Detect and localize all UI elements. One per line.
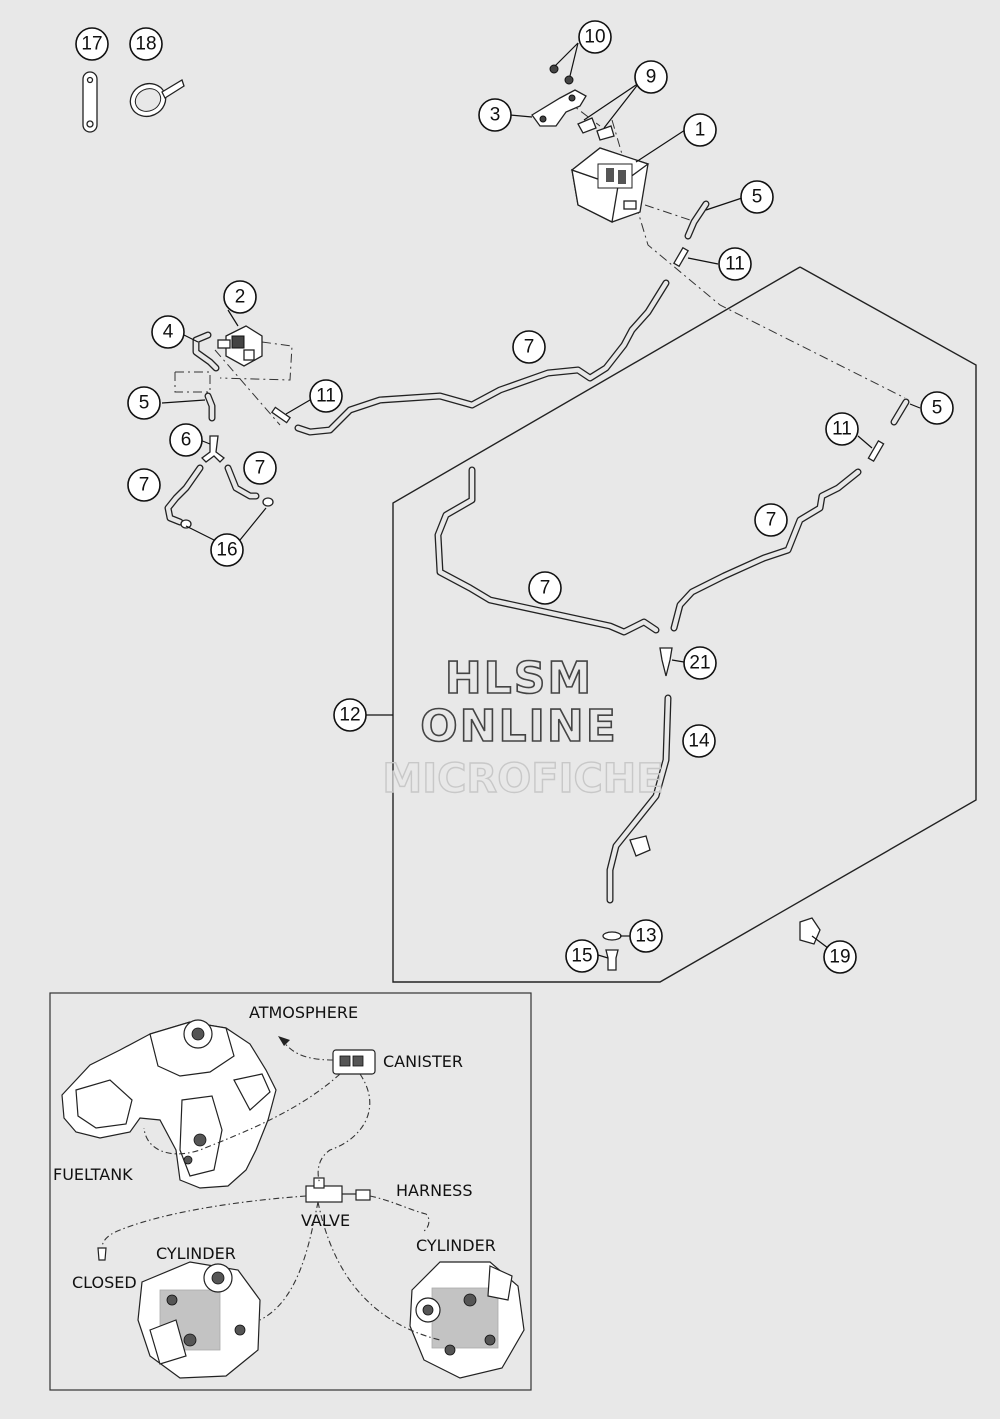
callout-1-label: 1 xyxy=(695,120,706,141)
callout-5-right-label: 5 xyxy=(932,398,943,419)
callout-7-small-label: 7 xyxy=(255,458,266,479)
inset-canister xyxy=(332,1049,376,1075)
callout-21[interactable]: 21 xyxy=(683,646,717,680)
callout-5-top[interactable]: 5 xyxy=(740,180,774,214)
callout-13[interactable]: 13 xyxy=(629,919,663,953)
callout-3[interactable]: 3 xyxy=(478,98,512,132)
callout-11-left[interactable]: 11 xyxy=(309,379,343,413)
fuel-tank-drawing xyxy=(61,1019,277,1189)
label-valve: VALVE xyxy=(301,1211,350,1230)
callout-11-left-label: 11 xyxy=(316,386,336,407)
callout-18-label: 18 xyxy=(135,34,156,55)
callout-11-right-label: 11 xyxy=(832,419,852,440)
label-atmosphere: ATMOSPHERE xyxy=(249,1003,358,1022)
callout-10-label: 10 xyxy=(584,27,605,48)
callout-7-left-label: 7 xyxy=(139,475,150,496)
watermark-line-3: MICROFICHE xyxy=(382,756,663,802)
callout-7-center[interactable]: 7 xyxy=(528,571,562,605)
callout-6-label: 6 xyxy=(181,430,192,451)
callout-21-label: 21 xyxy=(689,653,710,674)
hose-set-outline xyxy=(392,266,977,983)
clip-parts xyxy=(577,117,615,141)
label-canister: CANISTER xyxy=(383,1052,463,1071)
inset-schematic: ATMOSPHERE CANISTER FUELTANK HARNESS VAL… xyxy=(49,992,532,1391)
callout-5-left[interactable]: 5 xyxy=(127,386,161,420)
callout-11-top[interactable]: 11 xyxy=(718,247,752,281)
callout-2-label: 2 xyxy=(235,287,246,308)
strap-part xyxy=(82,71,98,133)
hoses xyxy=(164,200,910,904)
callout-12-label: 12 xyxy=(339,705,360,726)
leader-lines xyxy=(161,42,921,959)
label-cylinder-left: CYLINDER xyxy=(156,1244,236,1263)
callout-10[interactable]: 10 xyxy=(578,20,612,54)
watermark: HLSM ONLINE MICROFICHE xyxy=(382,652,665,803)
canister-part xyxy=(570,147,650,223)
callout-15-label: 15 xyxy=(571,946,592,967)
cable-tie-part xyxy=(129,79,185,118)
cylinder-right-drawing xyxy=(409,1261,525,1379)
callout-12[interactable]: 12 xyxy=(333,698,367,732)
label-harness: HARNESS xyxy=(396,1181,472,1200)
callout-4-label: 4 xyxy=(163,322,174,343)
callout-18[interactable]: 18 xyxy=(129,27,163,61)
callout-17-label: 17 xyxy=(81,34,102,55)
callout-7-right-label: 7 xyxy=(766,510,777,531)
callout-7-center-label: 7 xyxy=(540,578,551,599)
label-closed: CLOSED xyxy=(72,1273,137,1292)
inset-valve xyxy=(305,1177,371,1203)
callout-15[interactable]: 15 xyxy=(565,939,599,973)
callout-7-main-label: 7 xyxy=(524,337,535,358)
callout-14[interactable]: 14 xyxy=(682,724,716,758)
fittings xyxy=(180,246,885,971)
watermark-line-2: ONLINE xyxy=(420,701,618,752)
valve-part xyxy=(217,325,263,367)
callout-16-label: 16 xyxy=(216,540,237,561)
callout-4[interactable]: 4 xyxy=(151,315,185,349)
callout-3-label: 3 xyxy=(490,105,501,126)
callout-14-label: 14 xyxy=(688,731,710,752)
callout-7-left[interactable]: 7 xyxy=(127,468,161,502)
callout-19-label: 19 xyxy=(829,947,850,968)
callout-5-top-label: 5 xyxy=(752,187,763,208)
callout-5-right[interactable]: 5 xyxy=(920,391,954,425)
closed-plug xyxy=(97,1247,107,1261)
bracket-part xyxy=(531,89,587,127)
callout-6[interactable]: 6 xyxy=(169,423,203,457)
callout-9-label: 9 xyxy=(646,67,657,88)
cylinder-left-drawing xyxy=(137,1261,261,1379)
label-fueltank: FUELTANK xyxy=(53,1165,133,1184)
callout-7-right[interactable]: 7 xyxy=(754,503,788,537)
nut-parts xyxy=(549,64,574,85)
callout-17[interactable]: 17 xyxy=(75,27,109,61)
callout-9[interactable]: 9 xyxy=(634,60,668,94)
callout-1[interactable]: 1 xyxy=(683,113,717,147)
callout-5-left-label: 5 xyxy=(139,393,150,414)
label-cylinder-right: CYLINDER xyxy=(416,1236,496,1255)
callout-2[interactable]: 2 xyxy=(223,280,257,314)
callout-11-right[interactable]: 11 xyxy=(825,412,859,446)
watermark-line-1: HLSM xyxy=(445,653,593,704)
callout-19[interactable]: 19 xyxy=(823,940,857,974)
callout-7-small[interactable]: 7 xyxy=(243,451,277,485)
callout-13-label: 13 xyxy=(635,926,656,947)
callout-11-top-label: 11 xyxy=(725,254,745,275)
callout-16[interactable]: 16 xyxy=(210,533,244,567)
inset-flow-lines xyxy=(101,1036,441,1341)
callout-7-main[interactable]: 7 xyxy=(512,330,546,364)
